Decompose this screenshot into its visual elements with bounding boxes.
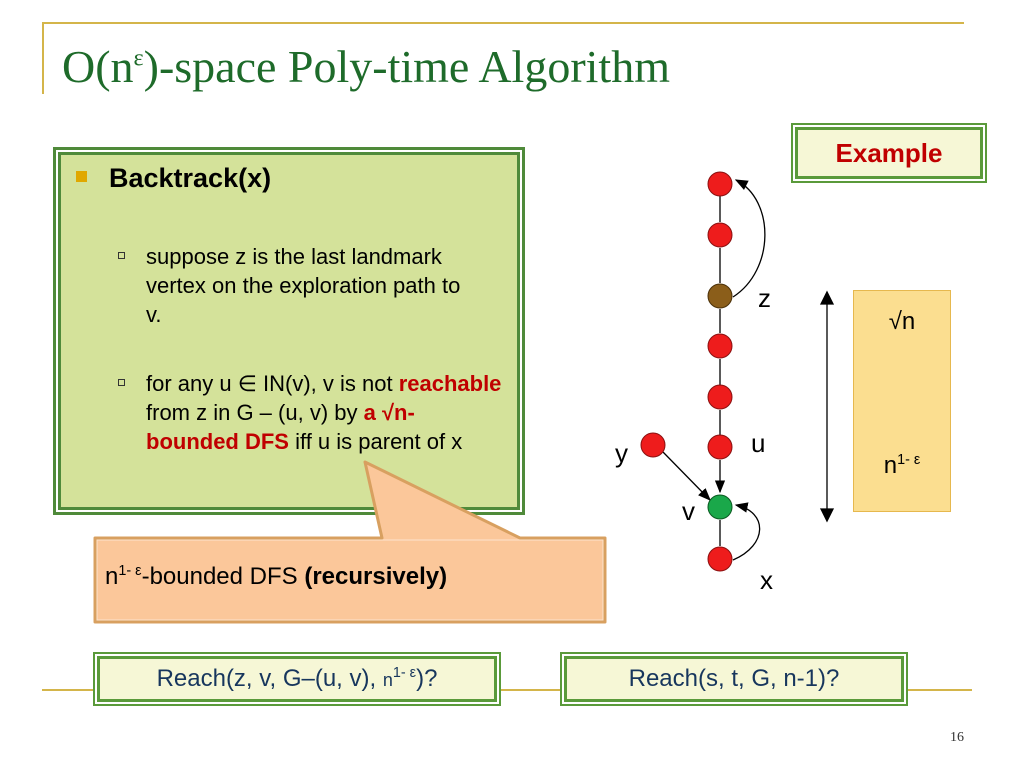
n-power-label: n1- ε xyxy=(883,452,921,479)
node-label-x: x xyxy=(760,565,773,595)
graph-node-u xyxy=(707,434,733,460)
graph-node xyxy=(707,222,733,248)
node-label-z: z xyxy=(758,283,771,313)
graph-node-y xyxy=(640,432,666,458)
bullet-main: Backtrack(x) xyxy=(76,163,271,194)
callout-text: n1- ε-bounded DFS (recursively) xyxy=(105,563,448,590)
range-box xyxy=(853,290,951,512)
hollow-square-bullet-icon xyxy=(118,252,125,259)
graph-node-z xyxy=(707,283,733,309)
frame-left-line xyxy=(42,22,44,94)
graph-node-x xyxy=(707,546,733,572)
slide-title: O(nε)-space Poly-time Algorithm xyxy=(62,41,670,92)
hollow-square-bullet-icon xyxy=(118,379,125,386)
node-label-y: y xyxy=(615,438,628,468)
page-number: 16 xyxy=(950,730,964,745)
reach-box-left: Reach(z, v, G–(u, v), n1- ε)? xyxy=(97,656,497,702)
graph-node xyxy=(707,333,733,359)
sub-bullet-2: for any u ∈ IN(v), v is not reachable fr… xyxy=(118,369,506,456)
example-badge: Example xyxy=(795,127,983,179)
example-label: Example xyxy=(835,137,943,168)
sub-bullet-1: suppose z is the last landmark vertex on… xyxy=(118,242,476,329)
graph-node-top xyxy=(707,171,733,197)
reach-left-text: Reach(z, v, G–(u, v), n1- ε)? xyxy=(156,665,438,692)
square-bullet-icon xyxy=(76,171,87,183)
callout-balloon xyxy=(93,460,607,624)
graph-node-v xyxy=(707,494,733,520)
bullet-panel xyxy=(58,152,520,510)
node-label-u: u xyxy=(751,428,766,458)
node-label-v: v xyxy=(682,496,695,526)
sqrt-n-label: √n xyxy=(888,308,916,335)
graph-node xyxy=(707,384,733,410)
frame-bottom-line xyxy=(42,689,972,691)
reach-box-right: Reach(s, t, G, n-1)? xyxy=(564,656,904,702)
frame-top-line xyxy=(42,22,964,24)
